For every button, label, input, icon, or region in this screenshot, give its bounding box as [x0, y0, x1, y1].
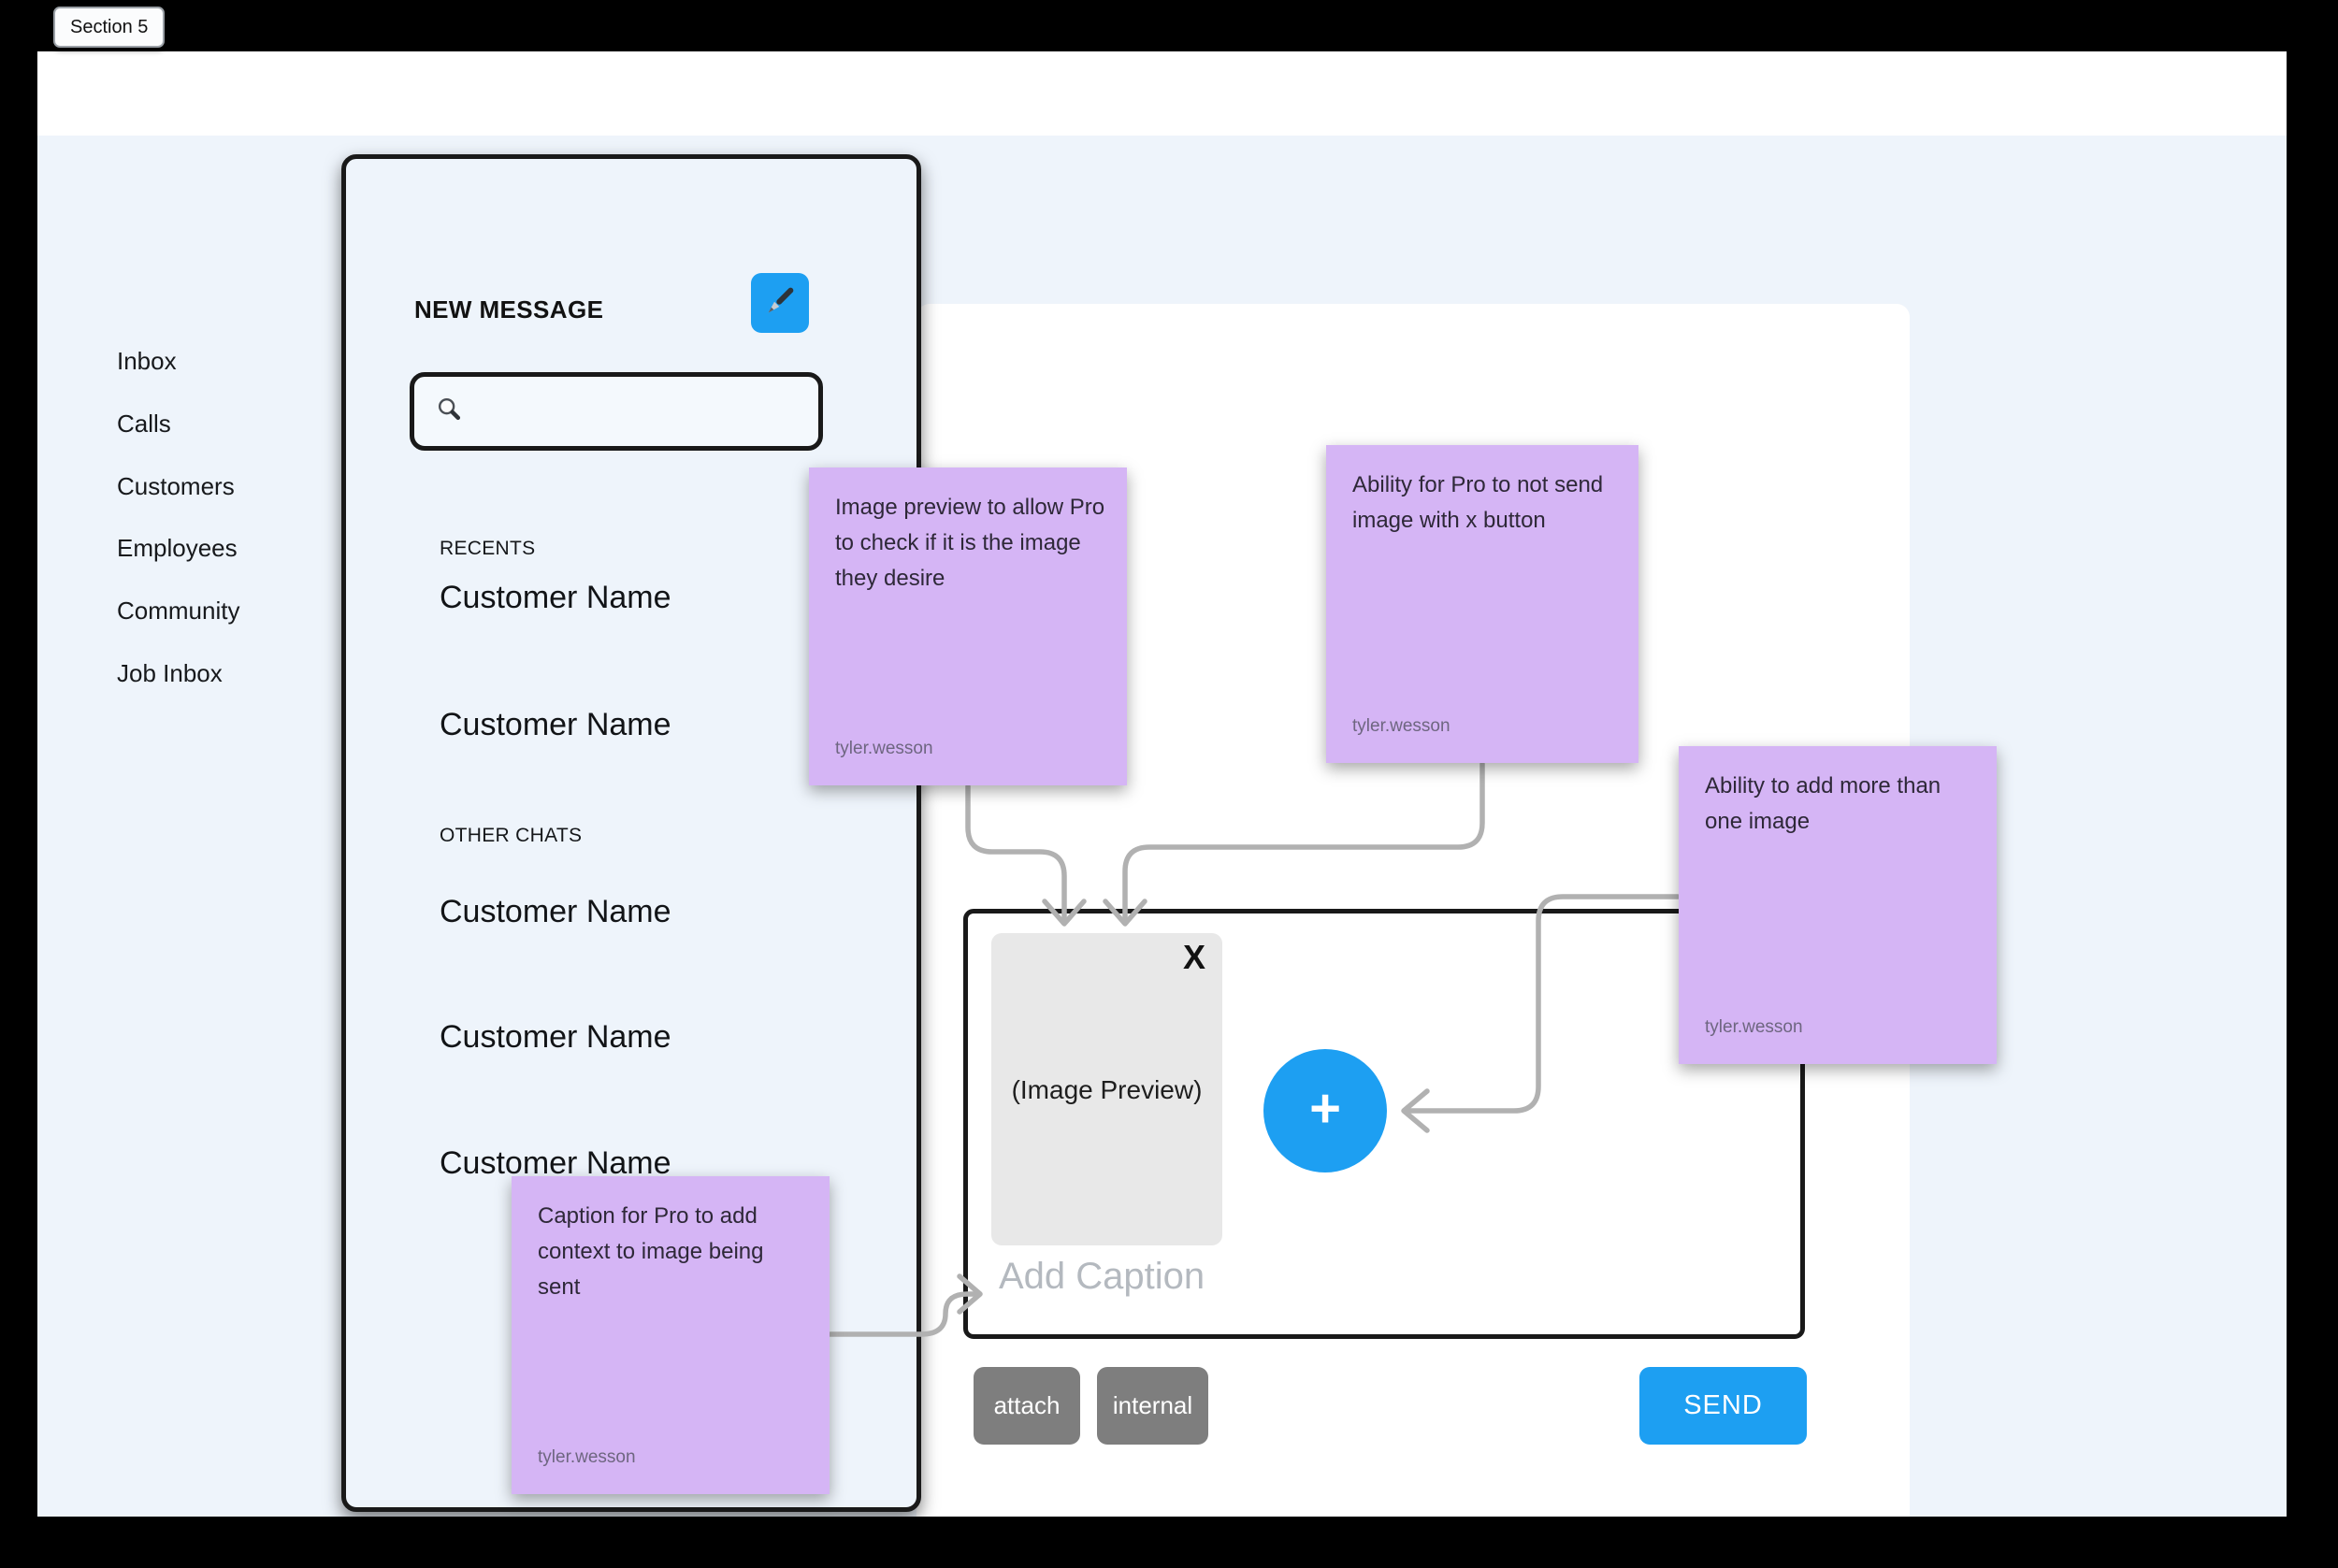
- attach-button[interactable]: attach: [974, 1367, 1080, 1445]
- plus-icon: +: [1309, 1078, 1341, 1139]
- sticky-note-author: tyler.wesson: [1705, 1017, 1803, 1037]
- sticky-note-text: Ability for Pro to not send image with x…: [1352, 472, 1604, 533]
- internal-button[interactable]: internal: [1097, 1367, 1208, 1445]
- search-icon: [435, 395, 465, 429]
- section-label-chip[interactable]: Section 5: [53, 7, 166, 48]
- chat-row-other-2[interactable]: Customer Name: [440, 1019, 671, 1055]
- other-chats-heading: OTHER CHATS: [440, 825, 583, 846]
- sidebar-item-inbox[interactable]: Inbox: [117, 347, 177, 375]
- sticky-note-author: tyler.wesson: [1352, 716, 1450, 736]
- section-label-text: Section 5: [70, 16, 149, 37]
- sticky-note-text: Caption for Pro to add context to image …: [538, 1203, 764, 1300]
- sticky-note-text: Ability to add more than one image: [1705, 773, 1941, 834]
- remove-image-button[interactable]: X: [1182, 938, 1205, 976]
- recents-heading: RECENTS: [440, 538, 536, 559]
- sidebar-item-employees[interactable]: Employees: [117, 534, 238, 562]
- chat-row-recent-1[interactable]: Customer Name: [440, 580, 671, 615]
- sidebar-item-customers[interactable]: Customers: [117, 472, 235, 500]
- pen-icon: [759, 281, 801, 326]
- sidebar-item-job-inbox[interactable]: Job Inbox: [117, 659, 223, 687]
- sticky-note-text: Image preview to allow Pro to check if i…: [835, 495, 1105, 591]
- add-image-button[interactable]: +: [1263, 1049, 1387, 1172]
- sticky-note-author: tyler.wesson: [538, 1447, 636, 1467]
- image-preview: (Image Preview) X: [991, 933, 1222, 1245]
- caption-input[interactable]: Add Caption: [999, 1256, 1205, 1297]
- new-message-heading: NEW MESSAGE: [414, 295, 604, 324]
- top-white-strip: [37, 51, 2287, 136]
- chat-row-other-1[interactable]: Customer Name: [440, 894, 671, 929]
- sticky-note-image-preview[interactable]: Image preview to allow Pro to check if i…: [809, 468, 1127, 785]
- sticky-note-x-button[interactable]: Ability for Pro to not send image with x…: [1326, 445, 1638, 763]
- send-button[interactable]: SEND: [1639, 1367, 1807, 1445]
- chat-row-recent-2[interactable]: Customer Name: [440, 707, 671, 742]
- new-message-button[interactable]: [751, 273, 809, 333]
- search-input[interactable]: [410, 372, 823, 451]
- sticky-note-author: tyler.wesson: [835, 739, 933, 758]
- sidebar-item-calls[interactable]: Calls: [117, 410, 171, 438]
- sticky-note-multiple-images[interactable]: Ability to add more than one image tyler…: [1679, 746, 1997, 1064]
- chat-row-other-3[interactable]: Customer Name: [440, 1145, 671, 1181]
- sidebar-item-community[interactable]: Community: [117, 597, 240, 625]
- sticky-note-caption[interactable]: Caption for Pro to add context to image …: [512, 1176, 830, 1494]
- image-preview-label: (Image Preview): [1011, 1075, 1203, 1104]
